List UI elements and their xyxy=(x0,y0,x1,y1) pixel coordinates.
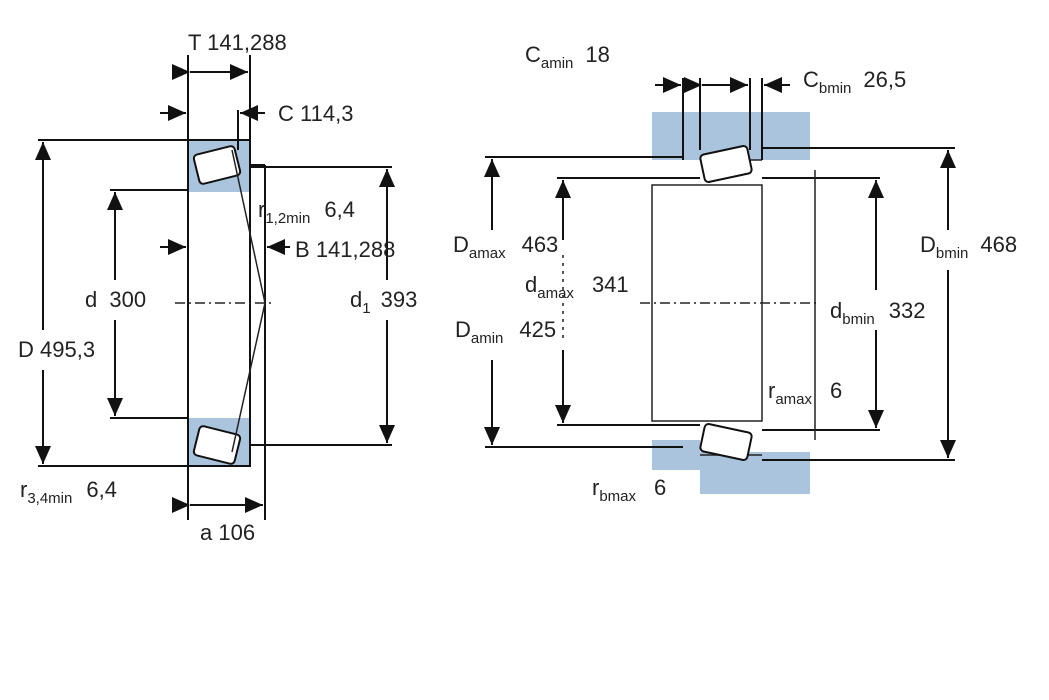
roller-bottom xyxy=(192,425,242,465)
damax-label: d xyxy=(525,272,537,297)
rbmax-sub: bmax xyxy=(599,488,636,505)
damax-value: 341 xyxy=(592,272,629,297)
r34-value: 6,4 xyxy=(86,477,117,502)
svg-text:C 114,3: C 114,3 xyxy=(278,101,353,126)
svg-text:T 141,288: T 141,288 xyxy=(188,30,287,55)
a-value: 106 xyxy=(218,520,255,545)
B-label: B xyxy=(295,237,310,262)
rbmax-value: 6 xyxy=(654,475,666,500)
D-value: 495,3 xyxy=(40,337,95,362)
Damax-value: 463 xyxy=(522,232,559,257)
Damax-sub: amax xyxy=(469,245,506,262)
r12-label: r xyxy=(258,197,265,222)
dbmin-label: d xyxy=(830,298,842,323)
Dbmin-label: D xyxy=(920,232,936,257)
svg-text:d 300: d 300 xyxy=(85,287,146,312)
d-label: d xyxy=(85,287,97,312)
ramax-value: 6 xyxy=(830,378,842,403)
Damax-label: D xyxy=(453,232,469,257)
C-value: 114,3 xyxy=(300,101,353,126)
d1-label: d xyxy=(350,287,362,312)
Dbmin-value: 468 xyxy=(980,232,1017,257)
Cb-value: 26,5 xyxy=(863,67,906,92)
Cb-label: C xyxy=(803,67,819,92)
r34-sub: 3,4min xyxy=(27,490,72,507)
B-value: 141,288 xyxy=(316,237,396,262)
r12-value: 6,4 xyxy=(324,197,355,222)
Dbmin-sub: bmin xyxy=(936,245,969,262)
Damin-sub: amin xyxy=(471,330,504,347)
dbmin-sub: bmin xyxy=(842,311,875,328)
Cb-sub: bmin xyxy=(819,80,852,97)
svg-text:a 106: a 106 xyxy=(200,520,255,545)
D-label: D xyxy=(18,337,34,362)
C-label: C xyxy=(278,101,294,126)
svg-text:B 141,288: B 141,288 xyxy=(295,237,395,262)
mount-roller-top xyxy=(699,145,753,183)
Damin-label: D xyxy=(455,317,471,342)
d1-value: 393 xyxy=(381,287,418,312)
housing-bottom-right xyxy=(700,452,810,494)
r12-sub: 1,2min xyxy=(265,210,310,227)
mounting-section xyxy=(640,112,820,494)
damax-sub: amax xyxy=(537,285,574,302)
svg-text:D 495,3: D 495,3 xyxy=(18,337,95,362)
mount-roller-bottom xyxy=(699,423,753,461)
ramax-label: r xyxy=(768,378,775,403)
ramax-sub: amax xyxy=(775,391,812,408)
d-value: 300 xyxy=(109,287,146,312)
r34-label: r xyxy=(20,477,27,502)
Ca-label: C xyxy=(525,42,541,67)
roller-top xyxy=(192,145,242,185)
d1-sub: 1 xyxy=(362,300,370,317)
Ca-value: 18 xyxy=(585,42,609,67)
Ca-sub: amin xyxy=(541,55,574,72)
Damin-value: 425 xyxy=(519,317,556,342)
right-dimensions xyxy=(484,77,956,461)
left-dimensions xyxy=(35,55,395,520)
rbmax-label: r xyxy=(592,475,599,500)
T-label: T xyxy=(188,30,201,55)
housing-bottom-left xyxy=(652,440,700,470)
a-label: a xyxy=(200,520,213,545)
dbmin-value: 332 xyxy=(889,298,926,323)
T-value: 141,288 xyxy=(207,30,287,55)
bearing-section xyxy=(175,139,275,467)
